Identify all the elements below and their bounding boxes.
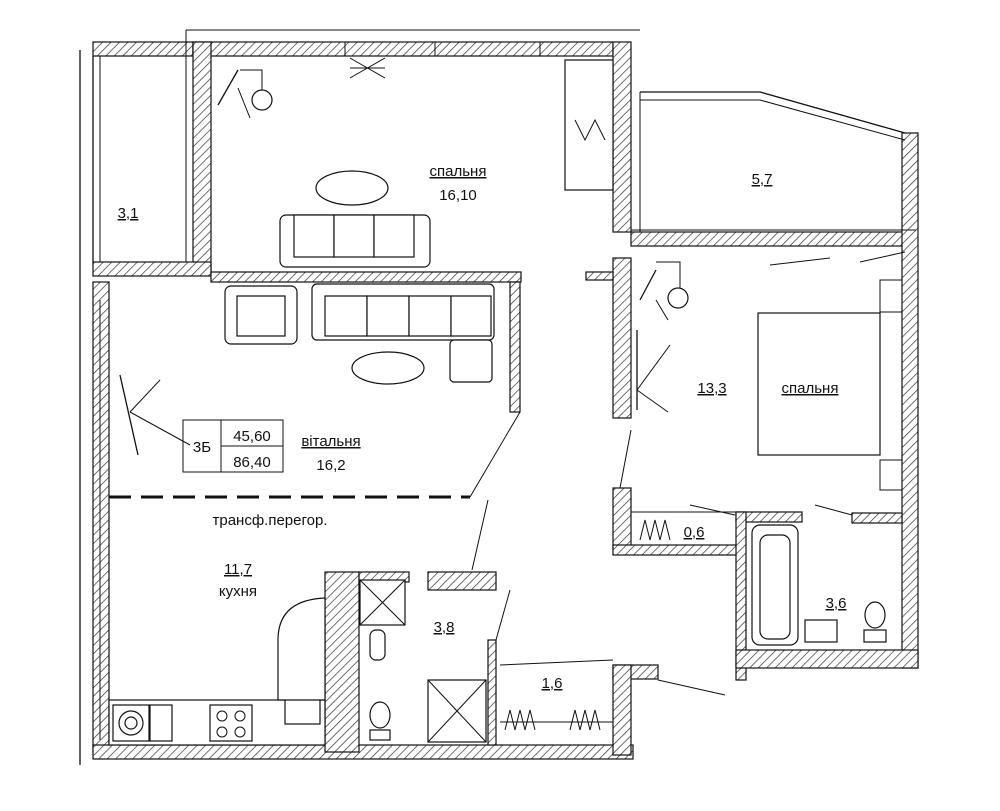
balcony-right-area: 5,7 bbox=[752, 171, 773, 188]
furniture bbox=[108, 59, 887, 746]
living-area: 16,2 bbox=[316, 457, 345, 474]
bathroom-right-area: 3,6 bbox=[826, 595, 847, 612]
apartment-area-living: 45,60 bbox=[233, 428, 271, 445]
room-labels: 3,1 спальня 16,10 5,7 13,3 спальня вітал… bbox=[118, 163, 847, 692]
bathroom-center-area: 3,8 bbox=[434, 619, 455, 636]
partition-note: трансф.перегор. bbox=[213, 512, 328, 529]
kitchen-name: кухня bbox=[219, 583, 257, 600]
wardrobe-area: 1,6 bbox=[542, 675, 563, 692]
walls bbox=[92, 41, 919, 760]
bedroom-top-name: спальня bbox=[430, 163, 487, 180]
living-name: вітальня bbox=[301, 433, 360, 450]
apartment-area-total: 86,40 bbox=[233, 454, 271, 471]
apartment-type: 3Б bbox=[193, 439, 211, 456]
balcony-left-area: 3,1 bbox=[118, 205, 139, 222]
apartment-info-box: 3Б 45,60 86,40 bbox=[182, 419, 284, 473]
kitchen-area: 11,7 bbox=[224, 561, 252, 578]
bedroom-top-area: 16,10 bbox=[439, 187, 477, 204]
bedroom-right-area: 13,3 bbox=[697, 380, 726, 397]
thin-lines bbox=[79, 29, 916, 765]
closet-small-area: 0,6 bbox=[684, 524, 705, 541]
bedroom-right-name: спальня bbox=[782, 380, 839, 397]
